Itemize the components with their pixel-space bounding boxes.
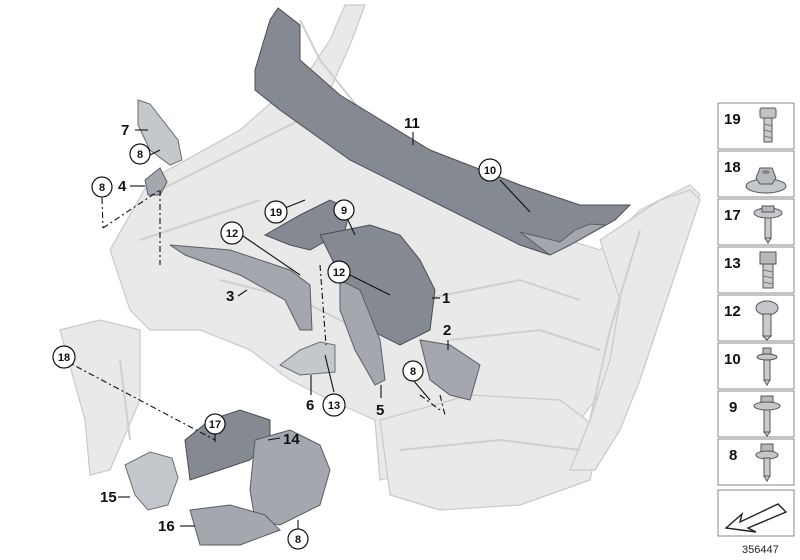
legend-label-17: 17 [724, 207, 741, 224]
legend-label-9: 9 [729, 399, 737, 416]
circled-callout-13: 13 [322, 393, 346, 417]
circled-callout-8a: 8 [129, 143, 151, 165]
hex-bolt-icon [759, 251, 777, 289]
cage-nut-icon [745, 167, 787, 194]
cover-16-part [189, 504, 281, 546]
bracket-7-part [137, 99, 183, 166]
circled-callout-8b: 8 [91, 176, 113, 198]
diagram-id: 356447 [742, 544, 779, 556]
callout-2: 2 [443, 322, 451, 339]
pan-head-screw-icon [755, 300, 779, 341]
svg-text:17: 17 [209, 419, 221, 431]
legend-label-8: 8 [729, 447, 737, 464]
circled-callout-8c: 8 [287, 528, 309, 550]
partition-wall-part [263, 199, 481, 401]
cowl-panel-part [254, 7, 632, 256]
circled-callout-10: 10 [478, 158, 502, 182]
bracket-6-part [279, 341, 336, 376]
circled-callouts: 8 8 10 19 9 12 12 13 [52, 143, 502, 550]
circled-callout-19: 19 [264, 200, 288, 224]
hex-screw-washer-icon [755, 443, 779, 482]
svg-text:19: 19 [270, 207, 282, 219]
legend-label-12: 12 [724, 303, 741, 320]
svg-text:10: 10 [484, 165, 496, 177]
callout-3: 3 [226, 288, 234, 305]
svg-text:8: 8 [99, 182, 105, 194]
circled-callout-9: 9 [333, 199, 355, 221]
svg-text:12: 12 [226, 228, 238, 240]
svg-text:18: 18 [58, 352, 70, 364]
callout-7: 7 [121, 122, 129, 139]
small-screw-icon [756, 347, 778, 386]
svg-text:8: 8 [295, 534, 301, 546]
legend-label-13: 13 [724, 255, 741, 272]
torx-bolt-icon [759, 107, 777, 143]
circled-callout-18: 18 [52, 345, 76, 369]
legend-label-19: 19 [724, 111, 741, 128]
circled-callout-17: 17 [204, 413, 226, 435]
callouts: 11 7 4 3 1 2 5 6 14 15 16 [100, 115, 451, 535]
svg-text:9: 9 [341, 205, 347, 217]
circled-callout-8d: 8 [402, 360, 424, 382]
wheel-arch-brace-part [169, 244, 313, 331]
callout-6: 6 [306, 397, 314, 414]
cover-15-part [124, 451, 179, 511]
leader-lines [63, 129, 531, 530]
circled-callout-12a: 12 [220, 221, 244, 245]
callout-11: 11 [404, 115, 420, 132]
direction-arrow-icon [724, 503, 788, 533]
svg-text:13: 13 [328, 400, 340, 412]
legend-label-18: 18 [724, 159, 741, 176]
callout-15: 15 [100, 489, 117, 506]
circled-callout-12b: 12 [327, 260, 351, 284]
callout-16: 16 [158, 518, 175, 535]
flange-screw-icon [753, 395, 781, 437]
callout-14: 14 [283, 431, 300, 448]
callout-5: 5 [376, 402, 384, 419]
bracket-4-part [144, 167, 168, 196]
fastener-legend: 19 18 17 13 12 10 9 8 [717, 102, 795, 537]
callout-4: 4 [118, 178, 127, 195]
svg-text:8: 8 [137, 149, 143, 161]
svg-text:8: 8 [410, 366, 416, 378]
legend-label-10: 10 [724, 351, 741, 368]
callout-1: 1 [442, 290, 450, 307]
collar-screw-icon [753, 205, 783, 244]
svg-text:12: 12 [333, 267, 345, 279]
